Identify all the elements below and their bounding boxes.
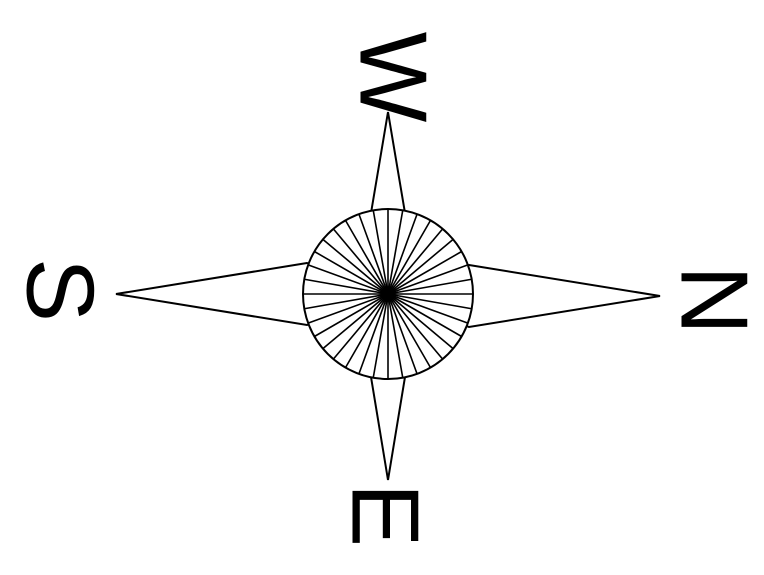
label-south: S — [7, 258, 114, 322]
label-west: W — [340, 32, 447, 123]
label-east: E — [332, 483, 439, 547]
label-north: N — [661, 265, 764, 334]
